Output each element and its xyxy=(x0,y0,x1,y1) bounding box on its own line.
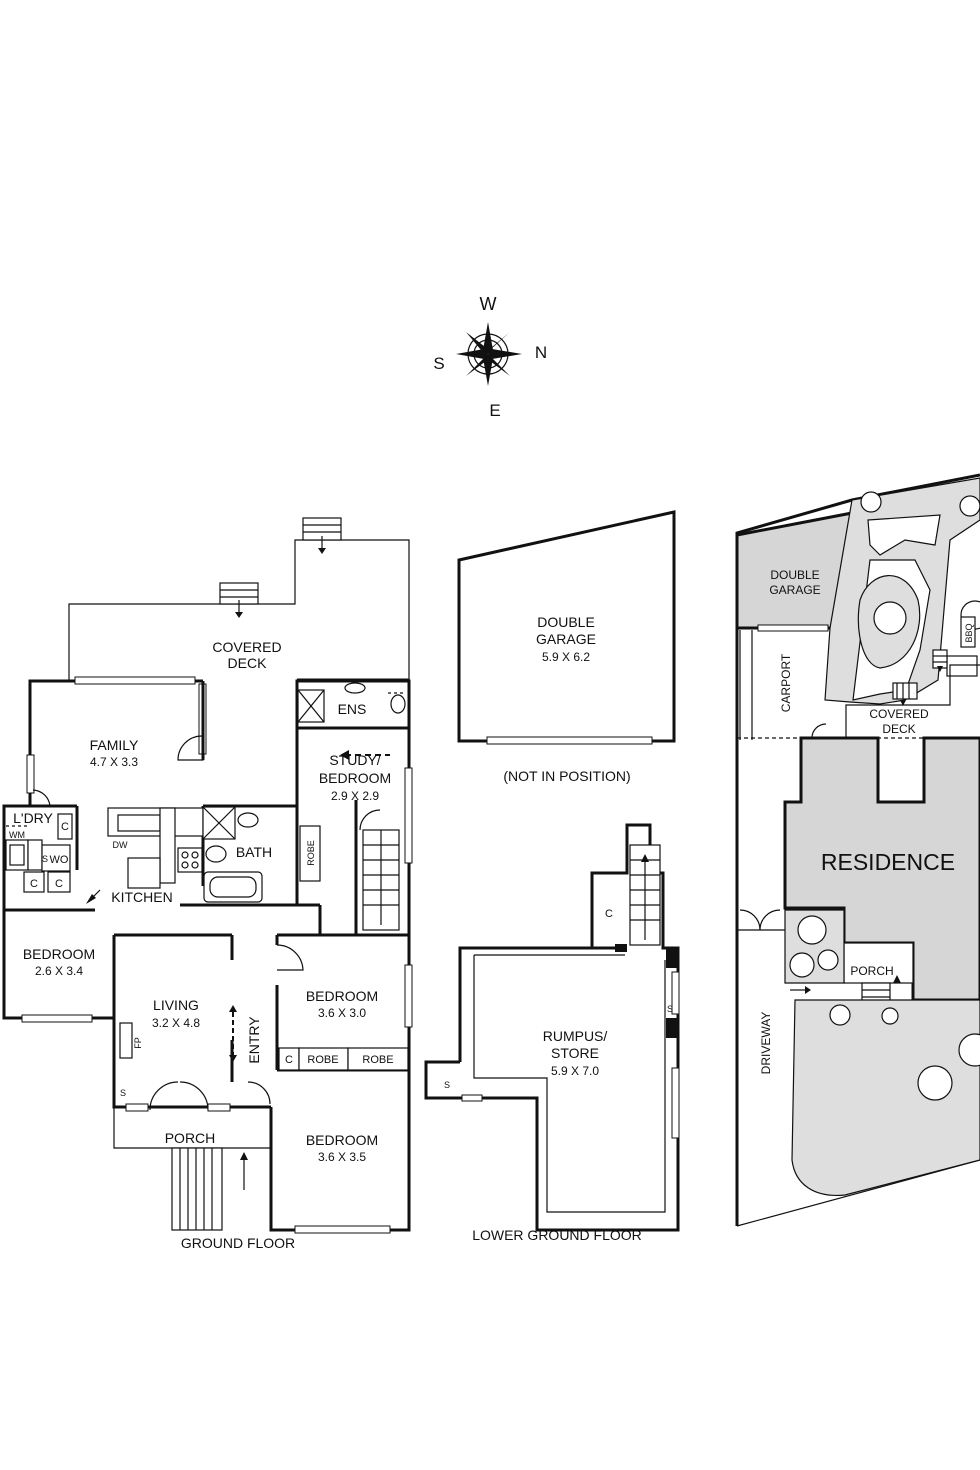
dw-label: DW xyxy=(113,840,128,850)
driveway-label: DRIVEWAY xyxy=(759,1012,773,1075)
ens-label: ENS xyxy=(338,701,367,717)
site-covered-deck-label-1: COVERED xyxy=(869,707,929,721)
entry-label: ENTRY xyxy=(246,1016,262,1064)
compass-n: N xyxy=(535,343,547,362)
ground-floor-plan: COVERED DECK FAMILY 4.7 X 3.3 ENS STUDY/… xyxy=(2,517,413,1251)
kitchen-label: KITCHEN xyxy=(111,889,172,905)
ground-floor-title: GROUND FLOOR xyxy=(181,1235,295,1251)
covered-deck-label-1: COVERED xyxy=(212,639,281,655)
rumpus-size: 5.9 X 7.0 xyxy=(551,1064,599,1078)
site-garage-label-1: DOUBLE xyxy=(770,568,819,582)
compass-e: E xyxy=(489,401,500,420)
bedroom-mid-label: BEDROOM xyxy=(306,988,378,1004)
garage-label-2: GARAGE xyxy=(536,631,596,647)
lower-ground-floor-title: LOWER GROUND FLOOR xyxy=(472,1227,642,1243)
rumpus-label-1: RUMPUS/ xyxy=(543,1028,608,1044)
bedroom-front-size: 3.6 X 3.5 xyxy=(318,1150,366,1164)
bath-label: BATH xyxy=(236,844,272,860)
compass-s: S xyxy=(433,354,444,373)
study-size: 2.9 X 2.9 xyxy=(331,789,379,803)
bedroom-front-label: BEDROOM xyxy=(306,1132,378,1148)
carport-label: CARPORT xyxy=(779,653,793,712)
garage-label-1: DOUBLE xyxy=(537,614,595,630)
laundry-label: L'DRY xyxy=(13,810,53,826)
wo-label: WO xyxy=(50,854,69,866)
fp-label: FP xyxy=(133,1037,143,1049)
wm-label: WM xyxy=(9,830,25,840)
garage-plan: DOUBLE GARAGE 5.9 X 6.2 (NOT IN POSITION… xyxy=(457,510,676,784)
compass-w: W xyxy=(480,294,497,314)
lgf-s-label-1: S xyxy=(667,1004,673,1014)
study-label-2: BEDROOM xyxy=(319,770,391,786)
site-covered-deck-label-2: DECK xyxy=(882,722,915,736)
bedroom-west-size: 2.6 X 3.4 xyxy=(35,964,83,978)
site-plan: DOUBLE GARAGE CARPORT BBQ COVERED DECK R… xyxy=(735,473,980,1227)
robe-label-2: ROBE xyxy=(362,1054,393,1066)
porch-label: PORCH xyxy=(165,1130,216,1146)
residence-label: RESIDENCE xyxy=(821,849,955,875)
living-s-label: S xyxy=(120,1088,126,1098)
family-label: FAMILY xyxy=(90,737,139,753)
bedroom-west-label: BEDROOM xyxy=(23,946,95,962)
bedroom-mid-size: 3.6 X 3.0 xyxy=(318,1006,366,1020)
family-size: 4.7 X 3.3 xyxy=(90,755,138,769)
laundry-s-label: S xyxy=(42,854,48,864)
study-label-1: STUDY/ xyxy=(329,752,380,768)
site-porch-label: PORCH xyxy=(850,964,893,978)
laundry-c-label: C xyxy=(61,821,69,833)
laundry-c-label-3: C xyxy=(55,878,63,890)
laundry-c-label-2: C xyxy=(30,878,38,890)
robe-c-label: C xyxy=(285,1054,293,1066)
garage-note: (NOT IN POSITION) xyxy=(503,768,630,784)
garage-size: 5.9 X 6.2 xyxy=(542,650,590,664)
lgf-s-label-2: S xyxy=(444,1080,450,1090)
bath-robe-label: ROBE xyxy=(306,840,316,866)
covered-deck-label-2: DECK xyxy=(228,655,268,671)
bbq-label: BBQ xyxy=(964,623,974,642)
site-garage-label-2: GARAGE xyxy=(769,583,820,597)
robe-label-1: ROBE xyxy=(307,1054,338,1066)
lgf-c-label: C xyxy=(605,908,613,920)
living-label: LIVING xyxy=(153,997,199,1013)
rumpus-label-2: STORE xyxy=(551,1045,599,1061)
compass-rose: W N S E xyxy=(433,294,547,420)
lower-ground-floor-plan: C S S RUMPUS/ STORE 5.9 X 7.0 LOWER GROU… xyxy=(424,823,680,1243)
living-size: 3.2 X 4.8 xyxy=(152,1016,200,1030)
